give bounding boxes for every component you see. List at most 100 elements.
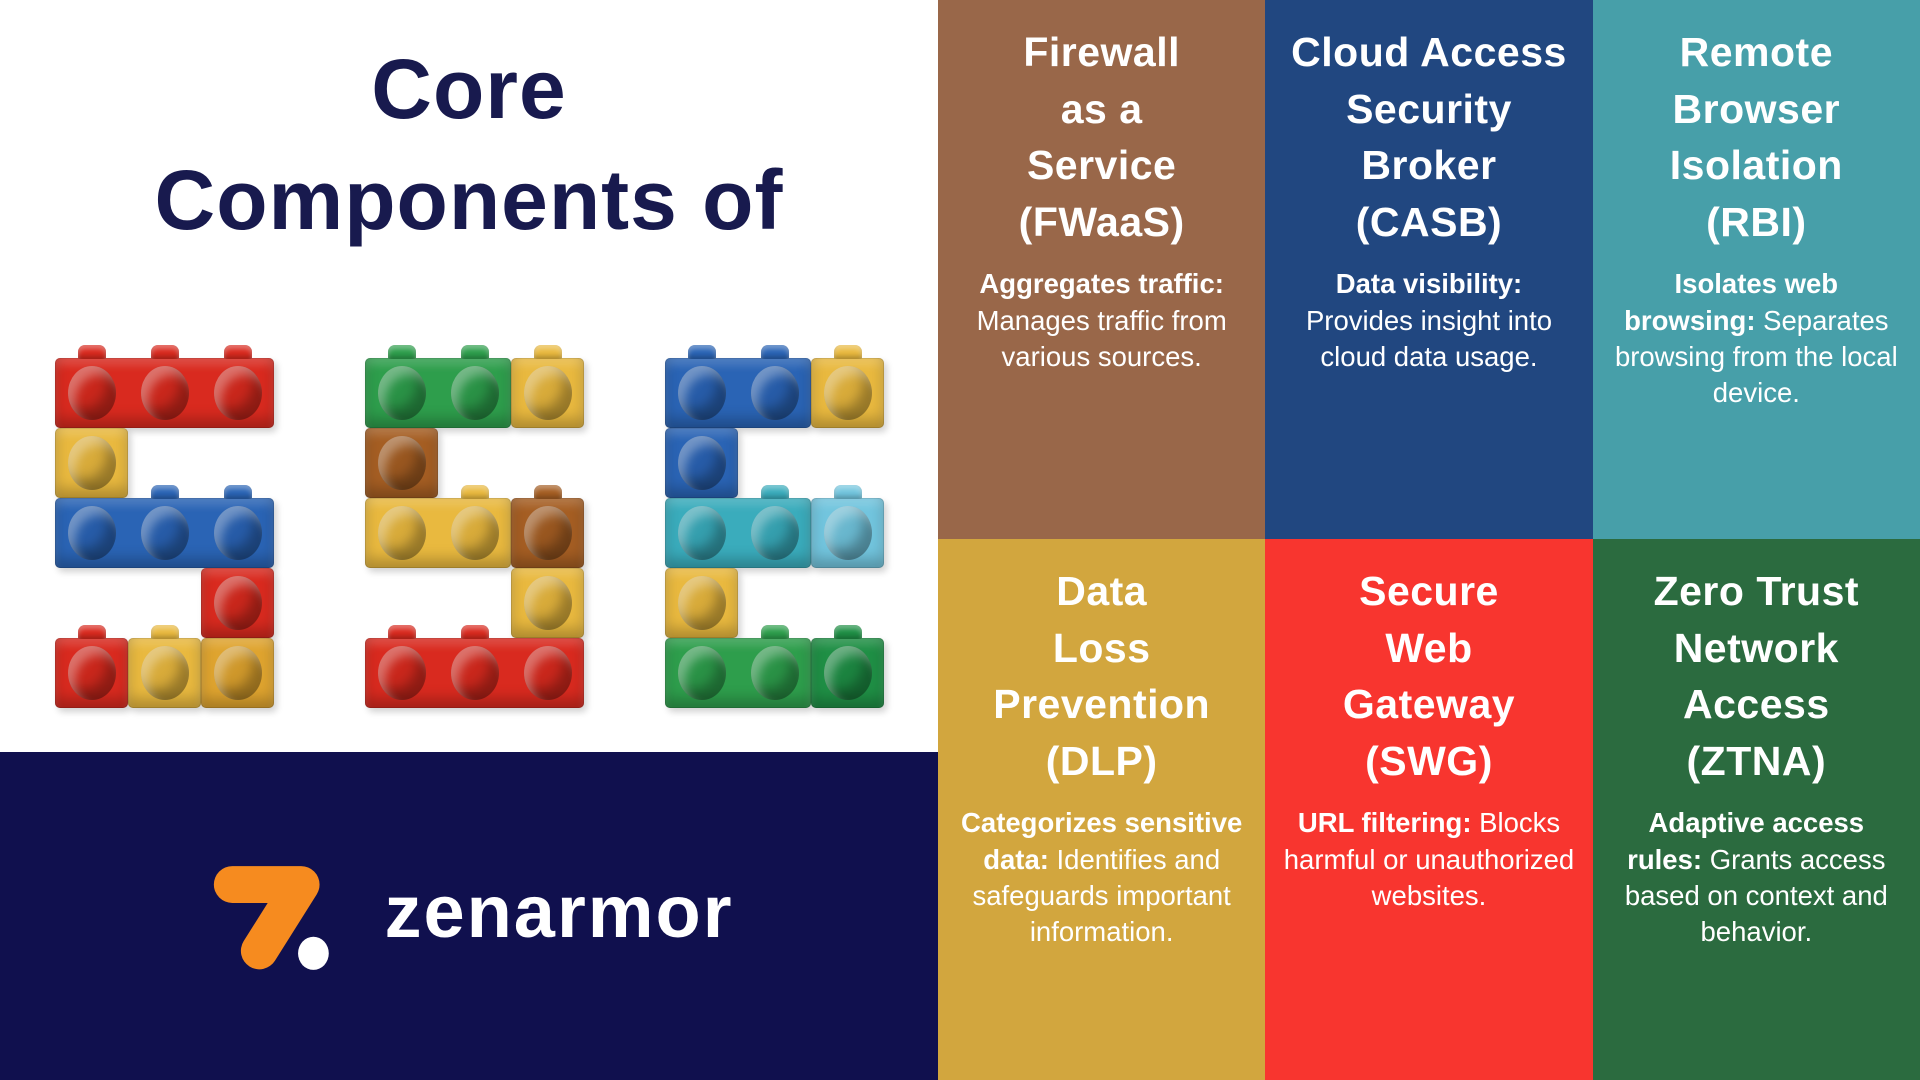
lego-stud bbox=[823, 506, 872, 560]
cell-fwaas: Firewall as a Service (FWaaS) Aggregates… bbox=[938, 0, 1266, 539]
lego-brick bbox=[55, 485, 274, 568]
lego-nub bbox=[760, 625, 789, 639]
lego-brick bbox=[365, 485, 511, 568]
lego-nub bbox=[150, 625, 179, 639]
lego-brick bbox=[511, 345, 584, 428]
lego-stud bbox=[750, 366, 799, 420]
lego-stud bbox=[450, 646, 499, 700]
lego-stud bbox=[677, 366, 726, 420]
lego-nub bbox=[460, 625, 489, 639]
cell-description-body: Separates browsing from the local device… bbox=[1614, 304, 1898, 409]
lego-brick bbox=[665, 625, 811, 708]
lego-stud bbox=[377, 646, 426, 700]
lego-nub bbox=[150, 345, 179, 359]
lego-nub bbox=[387, 625, 416, 639]
lego-stud bbox=[67, 646, 116, 700]
lego-stud bbox=[213, 576, 262, 630]
lego-nub bbox=[833, 345, 862, 359]
lego-stud bbox=[677, 576, 726, 630]
zenarmor-wordmark: zenarmor bbox=[384, 870, 734, 953]
lego-brick bbox=[201, 568, 274, 638]
cell-description: Categorizes sensitive data: Identifies a… bbox=[956, 805, 1247, 950]
lego-stud bbox=[750, 506, 799, 560]
cell-description-lead: Data visibility: bbox=[1335, 268, 1523, 300]
lego-nub bbox=[77, 625, 106, 639]
zenarmor-arrow-icon bbox=[204, 855, 354, 978]
lego-brick bbox=[665, 485, 811, 568]
lego-brick bbox=[811, 345, 884, 428]
lego-nub bbox=[77, 345, 106, 359]
cell-description-body: Manages traffic from various sources. bbox=[976, 304, 1227, 372]
cell-title: Firewall as a Service (FWaaS) bbox=[1018, 29, 1185, 245]
lego-stud bbox=[213, 646, 262, 700]
lego-nub bbox=[833, 625, 862, 639]
cell-title: Cloud Access Security Broker (CASB) bbox=[1291, 29, 1567, 245]
cell-description: URL filtering: Blocks harmful or unautho… bbox=[1283, 805, 1574, 914]
cell-description: Aggregates traffic: Manages traffic from… bbox=[956, 266, 1247, 375]
cell-description-lead: URL filtering: bbox=[1297, 807, 1472, 839]
main-title: Core Components of bbox=[154, 42, 784, 247]
cell-description-lead: Adaptive access rules: bbox=[1627, 807, 1865, 875]
components-grid: Firewall as a Service (FWaaS) Aggregates… bbox=[938, 0, 1920, 1080]
cell-description-lead: Isolates web browsing: bbox=[1624, 268, 1839, 336]
lego-brick bbox=[128, 625, 201, 708]
lego-nub bbox=[760, 345, 789, 359]
lego-word bbox=[0, 0, 938, 1080]
lego-brick bbox=[665, 345, 811, 428]
lego-nub bbox=[223, 345, 252, 359]
cell-description-lead: Aggregates traffic: bbox=[979, 268, 1224, 300]
lego-stud bbox=[523, 366, 572, 420]
lego-stud bbox=[377, 436, 426, 490]
lego-brick bbox=[811, 485, 884, 568]
cell-title: Remote Browser Isolation (RBI) bbox=[1669, 29, 1843, 245]
cell-description-body: Blocks harmful or unauthorized websites. bbox=[1283, 807, 1575, 911]
lego-brick bbox=[365, 428, 438, 498]
cell-swg: Secure Web Gateway (SWG) URL filtering: … bbox=[1265, 539, 1593, 1080]
cell-title: Secure Web Gateway (SWG) bbox=[1342, 568, 1516, 784]
lego-brick bbox=[511, 485, 584, 568]
lego-nub bbox=[533, 345, 562, 359]
lego-stud bbox=[450, 506, 499, 560]
cell-description: Data visibility: Provides insight into c… bbox=[1283, 266, 1574, 375]
lego-stud bbox=[140, 646, 189, 700]
brand-bar: zenarmor bbox=[0, 752, 938, 1080]
lego-stud bbox=[677, 646, 726, 700]
lego-brick bbox=[55, 345, 274, 428]
cell-dlp: Data Loss Prevention (DLP) Categorizes s… bbox=[938, 539, 1266, 1080]
cell-description: Isolates web browsing: Separates browsin… bbox=[1611, 266, 1902, 411]
lego-brick bbox=[665, 568, 738, 638]
lego-nub bbox=[533, 485, 562, 499]
cell-ztna: Zero Trust Network Access (ZTNA) Adaptiv… bbox=[1592, 539, 1920, 1080]
cell-description-body: Identifies and safeguards important info… bbox=[972, 843, 1231, 948]
lego-nub bbox=[833, 485, 862, 499]
lego-stud bbox=[823, 366, 872, 420]
lego-stud bbox=[523, 506, 572, 560]
cell-description-lead: Categorizes sensitive data: bbox=[961, 807, 1243, 875]
lego-nub bbox=[760, 485, 789, 499]
left-panel: Core Components of zenarmor bbox=[0, 0, 938, 1080]
lego-brick bbox=[365, 625, 584, 708]
lego-nub bbox=[387, 345, 416, 359]
lego-nub bbox=[150, 485, 179, 499]
lego-stud bbox=[523, 646, 572, 700]
cell-title: Data Loss Prevention (DLP) bbox=[993, 568, 1211, 784]
lego-nub bbox=[460, 485, 489, 499]
lego-stud bbox=[140, 506, 189, 560]
lego-brick bbox=[665, 428, 738, 498]
lego-brick bbox=[511, 568, 584, 638]
lego-nub bbox=[687, 345, 716, 359]
cell-description: Adaptive access rules: Grants access bas… bbox=[1611, 805, 1902, 950]
cell-title: Zero Trust Network Access (ZTNA) bbox=[1653, 568, 1860, 784]
lego-brick bbox=[811, 625, 884, 708]
lego-stud bbox=[213, 506, 262, 560]
lego-stud bbox=[823, 646, 872, 700]
lego-stud bbox=[450, 366, 499, 420]
lego-stud bbox=[213, 366, 262, 420]
lego-nub bbox=[223, 485, 252, 499]
lego-stud bbox=[67, 366, 116, 420]
cell-description-body: Provides insight into cloud data usage. bbox=[1305, 304, 1553, 372]
lego-nub bbox=[460, 345, 489, 359]
lego-stud bbox=[67, 436, 116, 490]
lego-stud bbox=[523, 576, 572, 630]
